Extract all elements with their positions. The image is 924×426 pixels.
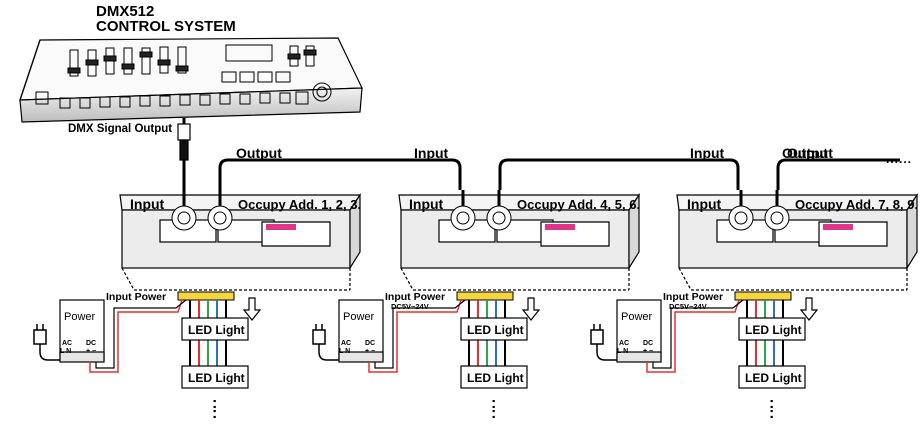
dc-range-label: DC5V~24V	[391, 302, 429, 311]
controller-subtitle: CONTROL SYSTEM	[96, 18, 236, 35]
led-light-box-2: LED Light	[745, 371, 802, 385]
dc-label: DC	[86, 340, 97, 347]
dmx-plug-icon	[177, 118, 191, 190]
down-arrow-icon	[799, 297, 819, 321]
dc-range-label: DC5V~24V	[669, 302, 707, 311]
input-power-label: Input Power	[663, 291, 724, 303]
input-label: Input	[130, 196, 165, 212]
input-power-label: Input Power	[385, 291, 446, 303]
power-label: Power	[64, 311, 96, 323]
power-supply-icon	[616, 299, 662, 363]
ac-terminal-label: L N	[339, 348, 351, 355]
input-label-top: Input	[690, 145, 725, 161]
power-label: Power	[343, 311, 375, 323]
decoder-unit-2	[312, 190, 641, 389]
ac-label: AC	[619, 340, 630, 347]
input-label: Input	[687, 196, 722, 212]
ac-terminal-label: L N	[617, 348, 629, 355]
led-light-box-1: LED Light	[745, 323, 802, 337]
down-arrow-icon	[521, 297, 541, 321]
dmx-signal-label: DMX Signal Output	[68, 123, 173, 135]
led-light-box-2: LED Light	[188, 371, 245, 385]
more-lights-dots: :	[212, 405, 219, 422]
more-lights-dots: :	[769, 395, 776, 412]
output-label: Output	[787, 145, 833, 161]
dc-label: DC	[643, 340, 654, 347]
power-label: Power	[621, 311, 653, 323]
dc-terminal-label: + −	[86, 348, 97, 355]
more-lights-dots: :	[212, 395, 219, 412]
input-label: Input	[409, 196, 444, 212]
dc-label: DC	[365, 340, 376, 347]
more-lights-dots: :	[491, 395, 498, 412]
input-power-label: Input Power	[106, 291, 167, 303]
ac-label: AC	[341, 340, 352, 347]
ac-label: AC	[62, 340, 73, 347]
led-light-box-1: LED Light	[467, 323, 524, 337]
controller-title: DMX512	[96, 3, 155, 20]
decoder-unit-1	[33, 190, 362, 389]
decoder-unit-3	[590, 190, 919, 389]
ac-plug-icon	[33, 324, 60, 361]
more-lights-dots: :	[769, 405, 776, 422]
occupy-address-label: Occupy Add. 4, 5, 6.	[517, 197, 641, 212]
led-light-box-1: LED Light	[188, 323, 245, 337]
led-light-box-2: LED Light	[467, 371, 524, 385]
daisy-chain-cables	[218, 158, 900, 190]
ac-plug-icon	[312, 324, 339, 361]
output-label: Output	[236, 145, 282, 161]
dc-terminal-label: + −	[365, 348, 376, 355]
ac-plug-icon	[590, 324, 617, 361]
input-label-top: Input	[414, 145, 449, 161]
down-arrow-icon	[242, 297, 262, 321]
occupy-address-label: Occupy Add. 7, 8, 9.	[795, 197, 919, 212]
more-lights-dots: :	[491, 405, 498, 422]
power-supply-icon	[338, 299, 384, 363]
power-supply-icon	[59, 299, 105, 363]
output-label: Output	[782, 145, 828, 161]
occupy-address-label: Occupy Add. 1, 2, 3.	[238, 197, 362, 212]
controller-icon	[19, 37, 363, 123]
continuation-dots: ......	[886, 152, 913, 166]
decoder-icon	[398, 193, 641, 291]
ac-terminal-label: L N	[60, 348, 72, 355]
dc-terminal-label: + −	[643, 348, 654, 355]
